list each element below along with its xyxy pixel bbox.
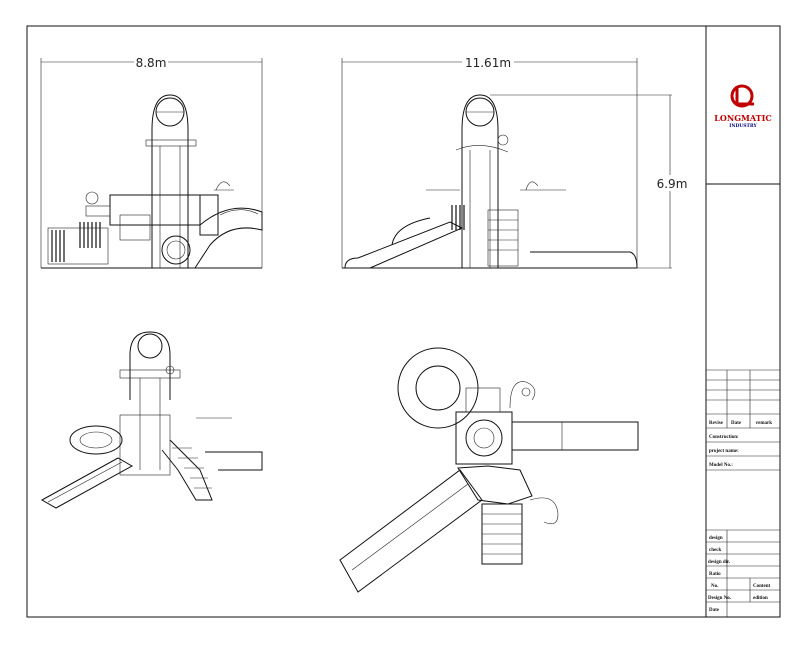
- design-label: design: [709, 536, 723, 541]
- drawing-border: [26, 25, 781, 618]
- design-no-label: Design No.: [708, 596, 732, 601]
- front-width-dimension: 8.8m: [136, 56, 167, 70]
- plan-view: [339, 347, 639, 593]
- side-view: 11.61m 6.9m: [341, 55, 688, 269]
- date-label: Date: [709, 608, 720, 613]
- model-no-label: Model No.:: [709, 463, 733, 468]
- logo-sub: INDUSTRY: [729, 123, 757, 129]
- design-dir-label: design dir.: [708, 560, 731, 565]
- title-block: LONGMATIC INDUSTRY Revise Date remark Co…: [706, 84, 780, 617]
- side-width-dimension: 11.61m: [465, 56, 511, 70]
- ratio-label: Ratio: [709, 572, 721, 577]
- revise-label: Revise: [709, 421, 724, 426]
- date-col-label: Date: [731, 421, 742, 426]
- remark-label: remark: [756, 421, 772, 426]
- logo-name: LONGMATIC: [714, 113, 771, 123]
- straight-slide: [344, 221, 464, 269]
- no-label: No.: [711, 584, 719, 589]
- project-name-label: project name:: [709, 449, 739, 454]
- longmatic-logo: LONGMATIC INDUSTRY: [714, 84, 772, 129]
- height-dimension: 6.9m: [657, 177, 688, 191]
- tower: [151, 94, 189, 268]
- front-view: 8.8m: [40, 55, 263, 269]
- check-label: check: [709, 548, 721, 553]
- spiral-slide: [194, 207, 263, 269]
- iso-spiral-slide: [69, 425, 123, 455]
- edition-label: edition: [753, 596, 768, 601]
- content-label: Content: [753, 584, 771, 589]
- isometric-view: [40, 331, 263, 509]
- construction-label: Construction:: [709, 435, 739, 440]
